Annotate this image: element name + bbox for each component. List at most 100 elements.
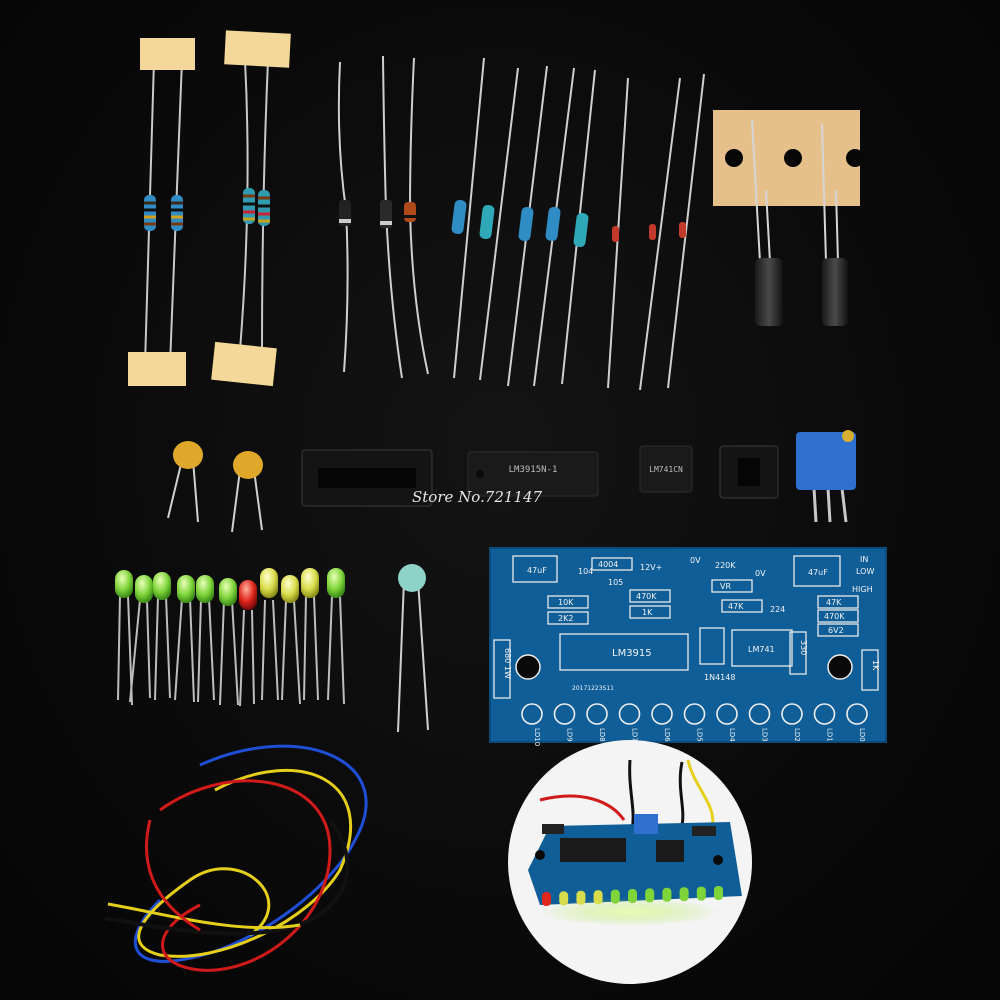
pcb-label: 0V	[690, 556, 701, 565]
inset-led	[696, 886, 706, 901]
pcb-label-ic1: LM3915	[612, 648, 652, 659]
pcb-label: IN	[860, 555, 868, 564]
inset-led	[610, 889, 620, 904]
resistor	[144, 195, 156, 231]
pcb-label: 47uF	[808, 568, 828, 577]
pcb-led-footprint	[781, 703, 803, 725]
tape-strip	[211, 341, 277, 387]
led-green	[219, 578, 237, 606]
trimmer-potentiometer	[796, 430, 856, 523]
inset-led	[576, 890, 586, 905]
pcb-led-label: LD0	[858, 728, 866, 742]
taped-resistor-pair-1	[128, 38, 195, 386]
led-green	[196, 575, 214, 603]
pcb-label: VR	[720, 582, 731, 591]
ceramic-capacitor	[173, 441, 203, 469]
ic-lm3915: LM3915N-1	[467, 451, 599, 497]
pcb-label: 330	[799, 640, 808, 655]
pcb-label: 6V2	[828, 626, 844, 635]
pcb-label: 47K	[728, 602, 744, 611]
pcb-led-footprint	[651, 703, 673, 725]
pcb-led-footprint	[748, 703, 771, 725]
inset-trimmer	[634, 814, 658, 834]
pcb-label: 0V	[755, 569, 766, 578]
inset-lit-leds	[542, 886, 723, 906]
wire-yellow-end	[107, 902, 301, 930]
ic-socket-8pin	[719, 445, 779, 499]
pcb-label: 105	[608, 578, 623, 587]
led-yellow	[281, 575, 299, 603]
chip-label-lm3915: LM3915N-1	[509, 465, 558, 475]
led-yellow	[301, 568, 319, 598]
inset-led	[645, 888, 655, 903]
pcb-led-footprint	[846, 703, 868, 725]
wire-red-end	[145, 819, 201, 932]
pcb-label: 47uF	[527, 566, 547, 575]
pcb-led-label: LD10	[533, 728, 541, 746]
ic-socket-18pin	[301, 449, 433, 507]
pcb-label: 10K	[558, 598, 574, 607]
capacitor-47uf	[755, 258, 783, 326]
pcb-label: 470K	[824, 612, 845, 621]
wire-bundle	[104, 744, 368, 972]
assembled-board-inset	[508, 740, 752, 984]
pcb-led-footprint	[683, 703, 706, 725]
diode-1n4148	[404, 202, 416, 222]
pcb-label-ic2: LM741	[748, 645, 775, 654]
taped-resistor-pair-2	[211, 30, 291, 387]
ceramic-capacitor	[233, 451, 263, 479]
watermark: Store No.721147	[412, 488, 543, 506]
inset-ic	[656, 840, 684, 862]
pcb-led-footprint	[521, 703, 543, 725]
zener-bodies	[612, 222, 686, 242]
pcb-led-footprint	[618, 703, 641, 725]
pcb-label: 680 1W	[503, 648, 512, 679]
pcb-label: 2K2	[558, 614, 573, 623]
wire-blue	[133, 744, 368, 963]
resistor	[171, 195, 183, 231]
pcb-led-footprint	[813, 703, 836, 725]
pcb-label: 1K	[642, 608, 653, 617]
led-green	[153, 572, 171, 600]
tape-strip	[140, 38, 195, 70]
diodes	[337, 55, 429, 379]
led-green	[135, 575, 153, 603]
pcb-led-label: LD2	[793, 728, 801, 742]
chip-label-lm741: LM741CN	[649, 465, 683, 474]
led-green	[327, 568, 345, 598]
inset-led	[593, 890, 603, 905]
wire-yellow	[137, 768, 353, 958]
electrolytic-capacitors	[713, 110, 864, 326]
pcb-led-label: LD7	[631, 728, 639, 742]
inset-led	[662, 887, 672, 902]
wire-red	[159, 779, 332, 972]
inset-led	[628, 889, 637, 903]
pcb-label: 470K	[636, 592, 657, 601]
pcb-label: 224	[770, 605, 785, 614]
pcb-label: 1N4148	[704, 673, 735, 682]
inset-ic	[560, 838, 626, 862]
pcb-led-label: LD8	[598, 728, 606, 742]
pcb-led-label: LD3	[761, 728, 769, 742]
pcb-led-label: LD5	[696, 728, 704, 742]
inset-led	[542, 892, 551, 906]
pcb-label: HIGH	[852, 585, 873, 594]
tape-strip	[224, 30, 291, 68]
capacitor-47uf	[822, 258, 848, 326]
pcb-led-label: LD9	[566, 728, 574, 742]
led-red	[239, 580, 257, 610]
inset-led	[679, 887, 689, 902]
tape-strip	[128, 352, 186, 386]
inset-led	[559, 891, 569, 906]
pcb-label: 220K	[715, 561, 736, 570]
pcb-label: 104	[578, 567, 593, 576]
pcb-label: 47K	[826, 598, 842, 607]
pcb-led-footprint	[586, 703, 608, 725]
pcb-label: 1K	[871, 660, 880, 671]
pcb-led-label: LD4	[728, 728, 736, 742]
pcb-board: 47uF 47uF 4004 104 105 12V+ 0V 220K VR 0…	[489, 547, 887, 746]
loose-leds	[115, 568, 345, 707]
